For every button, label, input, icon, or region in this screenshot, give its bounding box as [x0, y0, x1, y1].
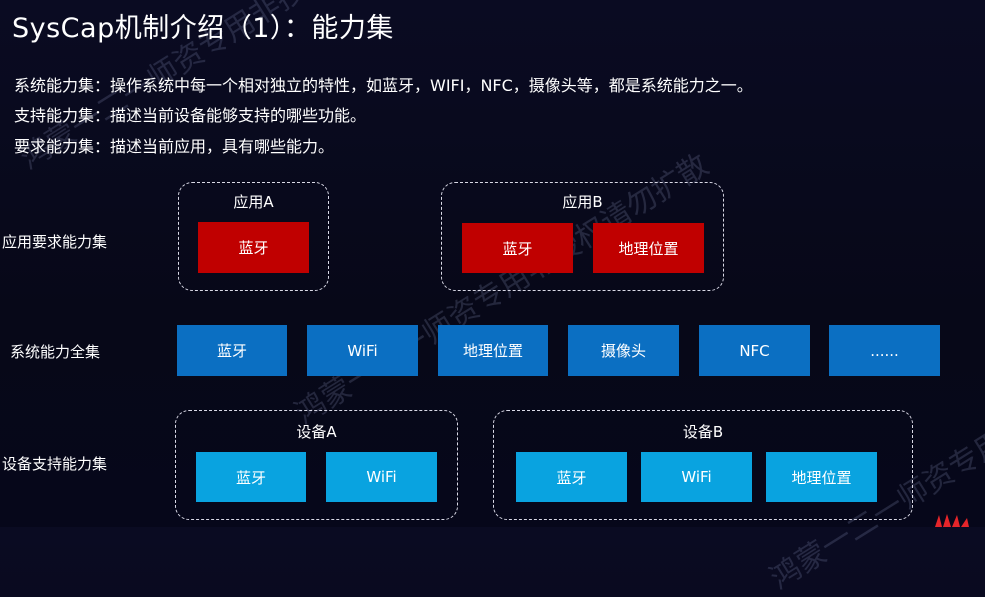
device-b-group: 设备B 蓝牙 WiFi 地理位置	[493, 410, 913, 520]
device-a-capability-wifi: WiFi	[326, 452, 437, 502]
device-a-title: 设备A	[296, 423, 337, 441]
system-capability-wifi: WiFi	[307, 325, 418, 376]
device-b-capability-wifi: WiFi	[641, 452, 752, 502]
row-label-system: 系统能力全集	[10, 343, 101, 361]
slide-title: SysCap机制介绍（1）：能力集	[12, 13, 394, 44]
description-system-capability: 系统能力集：操作系统中每一个相对独立的特性，如蓝牙，WIFI，NFC，摄像头等，…	[14, 76, 753, 95]
device-b-capability-bluetooth: 蓝牙	[516, 452, 627, 502]
brand-logo-icon	[935, 514, 969, 527]
system-capability-nfc: NFC	[699, 325, 810, 376]
device-a-group: 设备A 蓝牙 WiFi	[175, 410, 458, 520]
app-b-capability-bluetooth: 蓝牙	[462, 223, 573, 273]
app-b-capability-location: 地理位置	[593, 223, 704, 273]
system-capability-camera: 摄像头	[568, 325, 679, 376]
app-a-title: 应用A	[233, 193, 274, 211]
system-capability-location: 地理位置	[438, 325, 548, 376]
system-capability-bluetooth: 蓝牙	[177, 325, 287, 376]
app-a-group: 应用A 蓝牙	[178, 182, 329, 291]
description-required-capability: 要求能力集：描述当前应用，具有哪些能力。	[14, 137, 335, 156]
row-label-required: 应用要求能力集	[2, 233, 108, 251]
app-b-title: 应用B	[562, 193, 603, 211]
system-capability-more: ......	[829, 325, 940, 376]
device-a-capability-bluetooth: 蓝牙	[196, 452, 306, 502]
description-supported-capability: 支持能力集：描述当前设备能够支持的哪些功能。	[14, 106, 367, 125]
row-label-supported: 设备支持能力集	[2, 455, 108, 473]
device-b-capability-location: 地理位置	[766, 452, 877, 502]
device-b-title: 设备B	[682, 423, 724, 441]
app-b-group: 应用B 蓝牙 地理位置	[441, 182, 724, 291]
app-a-capability-bluetooth: 蓝牙	[198, 222, 309, 273]
